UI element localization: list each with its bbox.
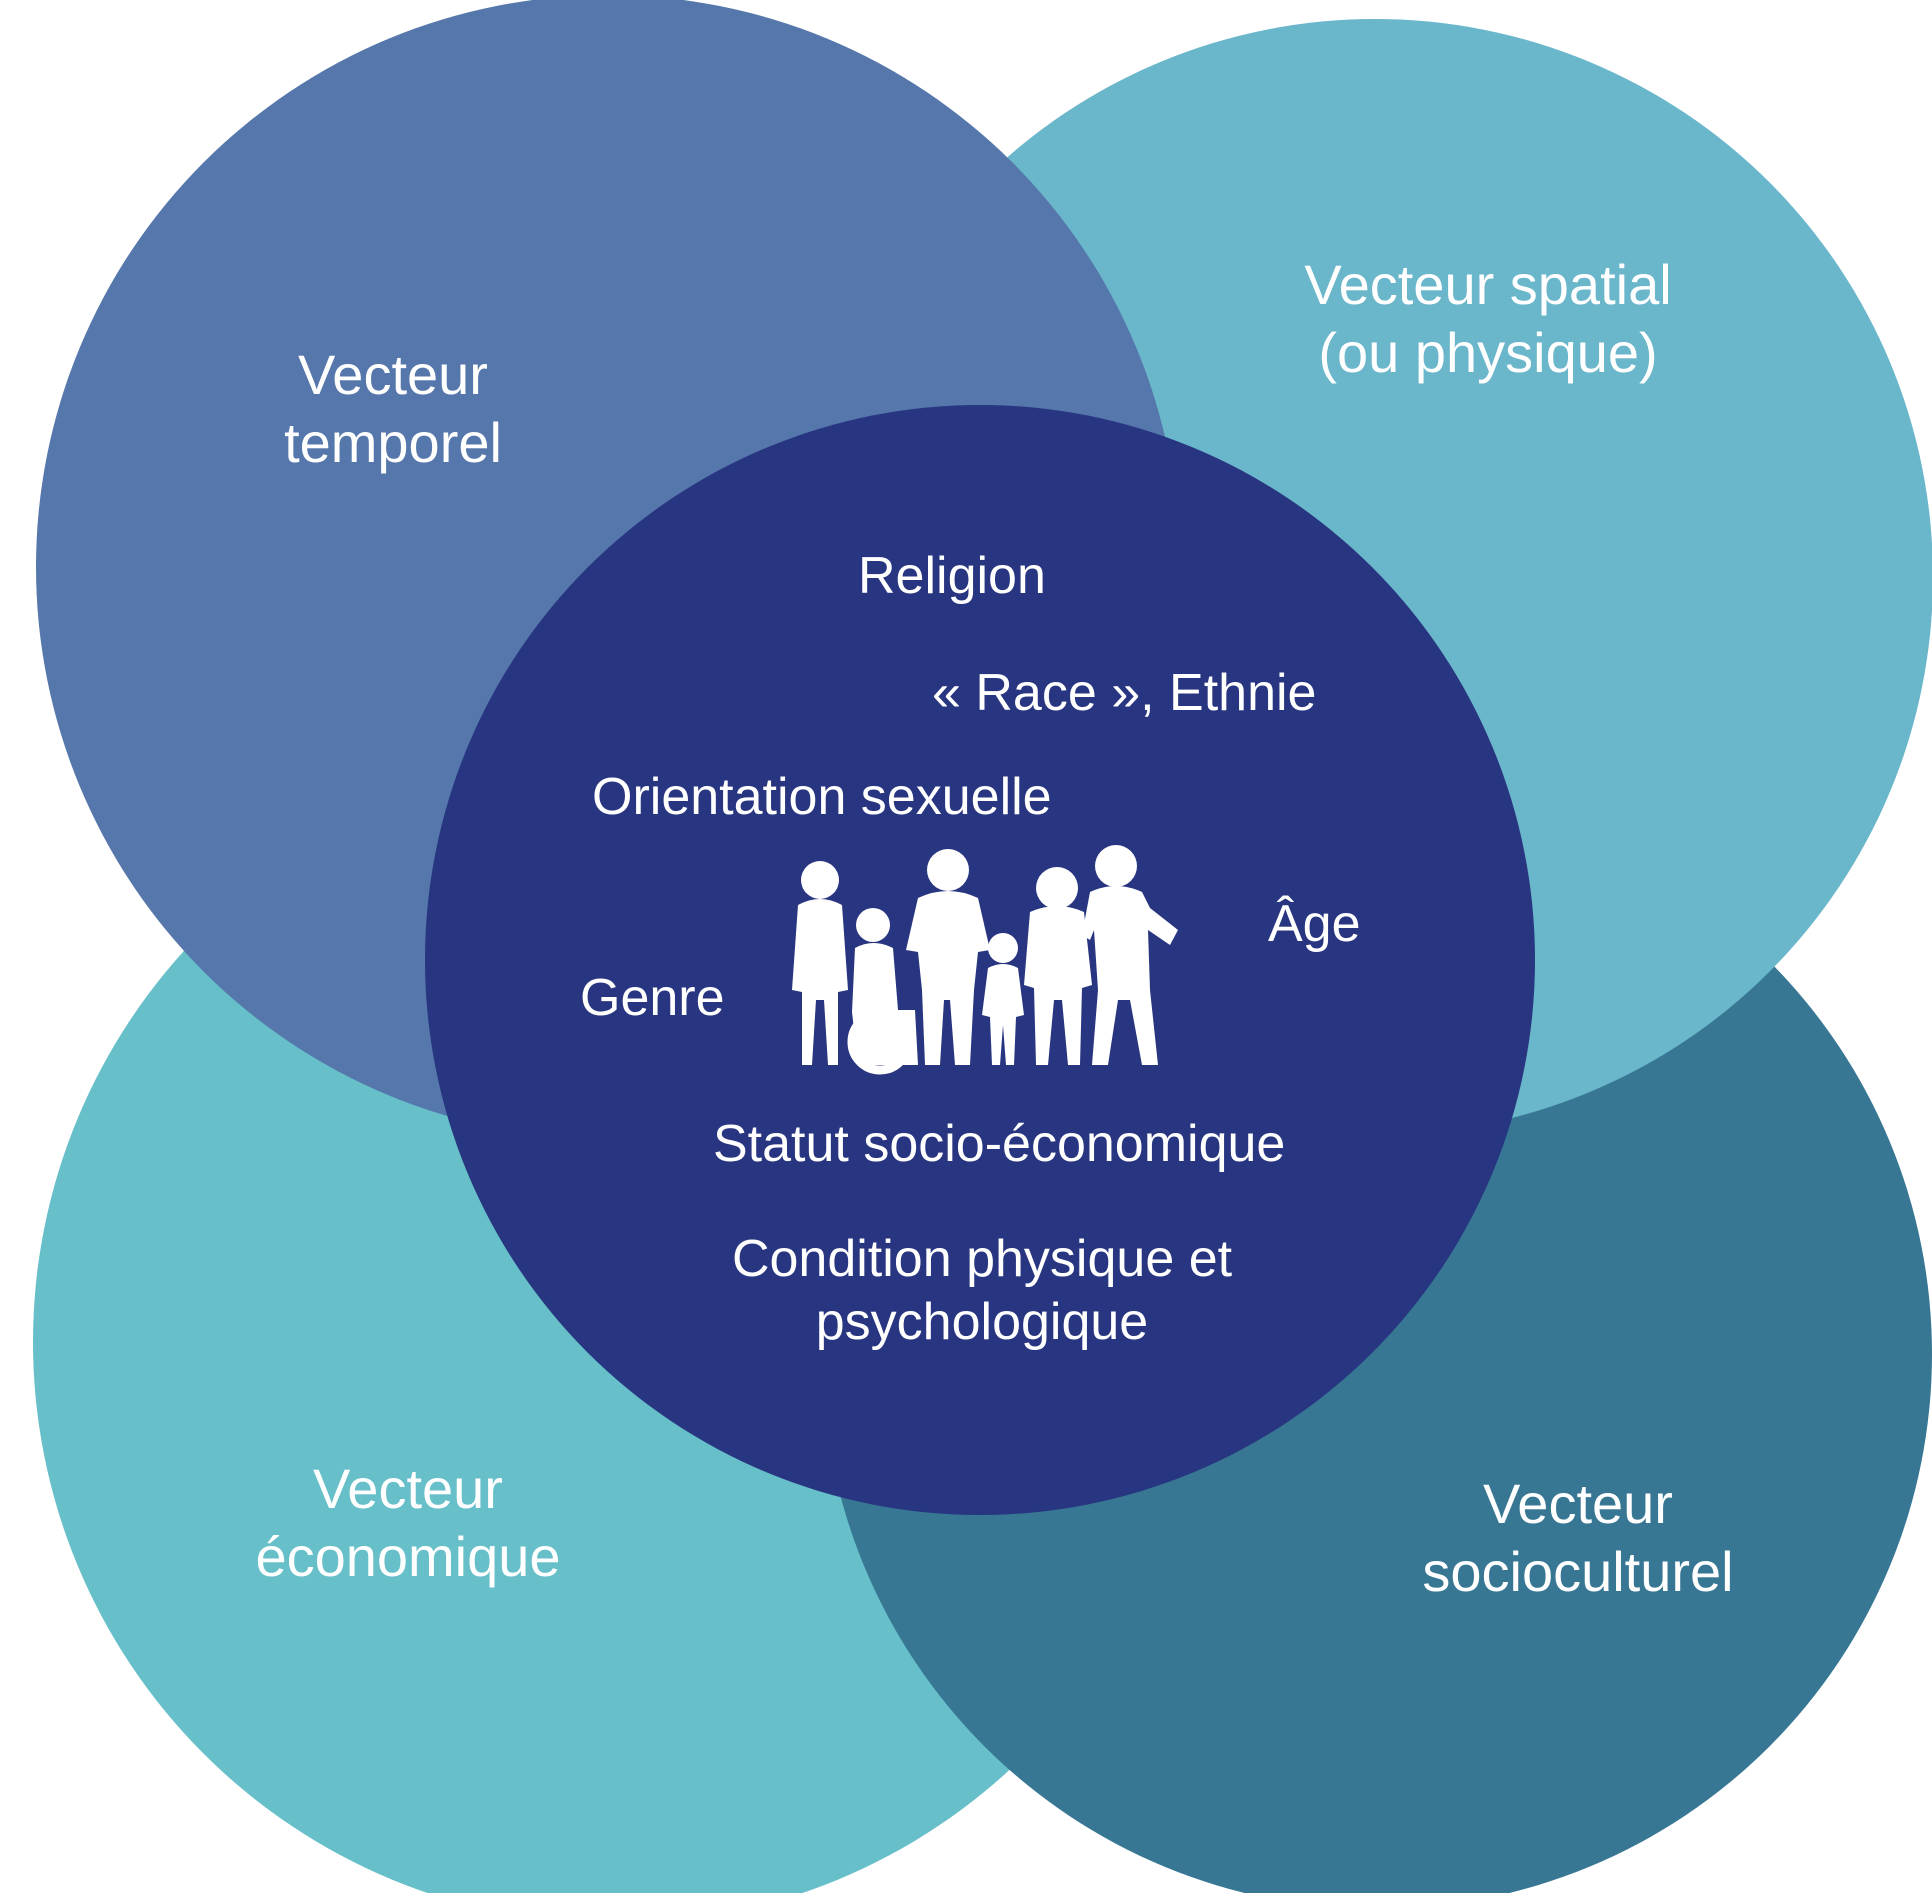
label-statut-socio-economique: Statut socio-économique [713,1115,1286,1173]
label-condition-physique-line2: psychologique [815,1293,1149,1352]
label-vecteur-temporel-line1: Vecteur [298,343,488,406]
label-vecteur-spatial-line2: (ou physique) [1318,321,1658,385]
label-orientation-sexuelle: Orientation sexuelle [592,768,1052,826]
label-vecteur-temporel-line2: temporel [284,411,502,475]
label-genre: Genre [580,969,725,1027]
label-vecteur-socioculturel-line1: Vecteur [1483,1472,1673,1535]
label-vecteur-spatial-line1: Vecteur spatial [1304,253,1672,316]
label-age: Âge [1268,895,1361,953]
label-vecteur-spatial: Vecteur spatial (ou physique) [1278,251,1698,388]
label-race-ethnie: « Race », Ethnie [932,664,1317,722]
label-vecteur-economique: Vecteur économique [228,1455,588,1592]
label-vecteur-economique-line1: Vecteur [313,1457,503,1520]
circle-center [425,405,1535,1515]
label-vecteur-socioculturel: Vecteur socioculturel [1398,1470,1758,1607]
people-silhouettes-icon [792,845,1178,1075]
label-vecteur-socioculturel-line2: socioculturel [1422,1540,1734,1604]
label-condition-physique-line1: Condition physique et [731,1230,1233,1288]
label-vecteur-temporel: Vecteur temporel [268,341,518,478]
label-religion: Religion [858,547,1046,605]
label-vecteur-economique-line2: économique [255,1525,561,1589]
label-condition-physique: Condition physique et psychologique [682,1228,1282,1355]
